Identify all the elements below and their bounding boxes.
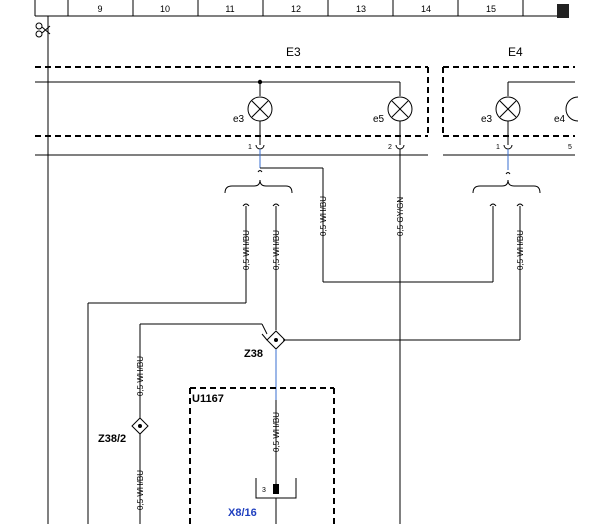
e4-box: E4 [442, 45, 575, 137]
pin-x8: 3 [262, 487, 266, 494]
wire-label-5: 0,5 WH/BU [516, 230, 525, 270]
z38-splice-icon [266, 330, 286, 350]
wire-label-2: 0,5 WH/BU [272, 230, 281, 270]
column-ruler: 9 10 11 12 13 14 15 [34, 0, 569, 18]
scissors-icon [35, 22, 51, 38]
z38-2-label: Z38/2 [98, 433, 126, 445]
wire-label-8: 0,5 WH/BU [136, 470, 145, 510]
e3-box: E3 [35, 45, 429, 137]
u1167-label: U1167 [192, 393, 224, 405]
z38-label: Z38 [244, 348, 263, 360]
lamp-e3-icon [247, 96, 273, 122]
lamp-e5-label: e5 [373, 114, 385, 125]
ruler-col-10: 10 [160, 4, 170, 14]
corner-mark-icon [557, 4, 569, 18]
lamp-e4-label: e4 [554, 114, 566, 125]
wire-label-3: 0,5 WH/BU [319, 196, 328, 236]
pin-e4: 5 [568, 144, 572, 151]
ruler-col-9: 9 [97, 4, 102, 14]
wire-label-4: 0,5 GY/GN [396, 197, 405, 236]
wire-label-7: 0,5 WH/BU [272, 412, 281, 452]
lamp-e3b-label: e3 [481, 114, 493, 125]
pin-e3a: 1 [248, 144, 252, 151]
lamp-e5-icon [387, 96, 413, 122]
pin-e3b: 1 [496, 144, 500, 151]
e3-box-label: E3 [286, 45, 301, 59]
ruler-col-13: 13 [356, 4, 366, 14]
ruler-col-15: 15 [486, 4, 496, 14]
e4-box-label: E4 [508, 45, 523, 59]
ruler-col-11: 11 [225, 4, 234, 14]
lamp-e3-label: e3 [233, 114, 245, 125]
wire-label-6: 0,5 WH/BU [136, 356, 145, 396]
wire-label-1: 0,5 WH/BU [242, 230, 251, 270]
ruler-col-12: 12 [291, 4, 301, 14]
lamp-e3b-icon [495, 96, 521, 122]
ruler-col-14: 14 [421, 4, 431, 14]
pin-e5: 2 [388, 144, 392, 151]
z38-2-splice-icon [131, 417, 149, 435]
u1167-box: U1167 [189, 387, 335, 524]
lamp-e4-icon [565, 96, 579, 122]
x8-16-label: X8/16 [228, 507, 257, 519]
